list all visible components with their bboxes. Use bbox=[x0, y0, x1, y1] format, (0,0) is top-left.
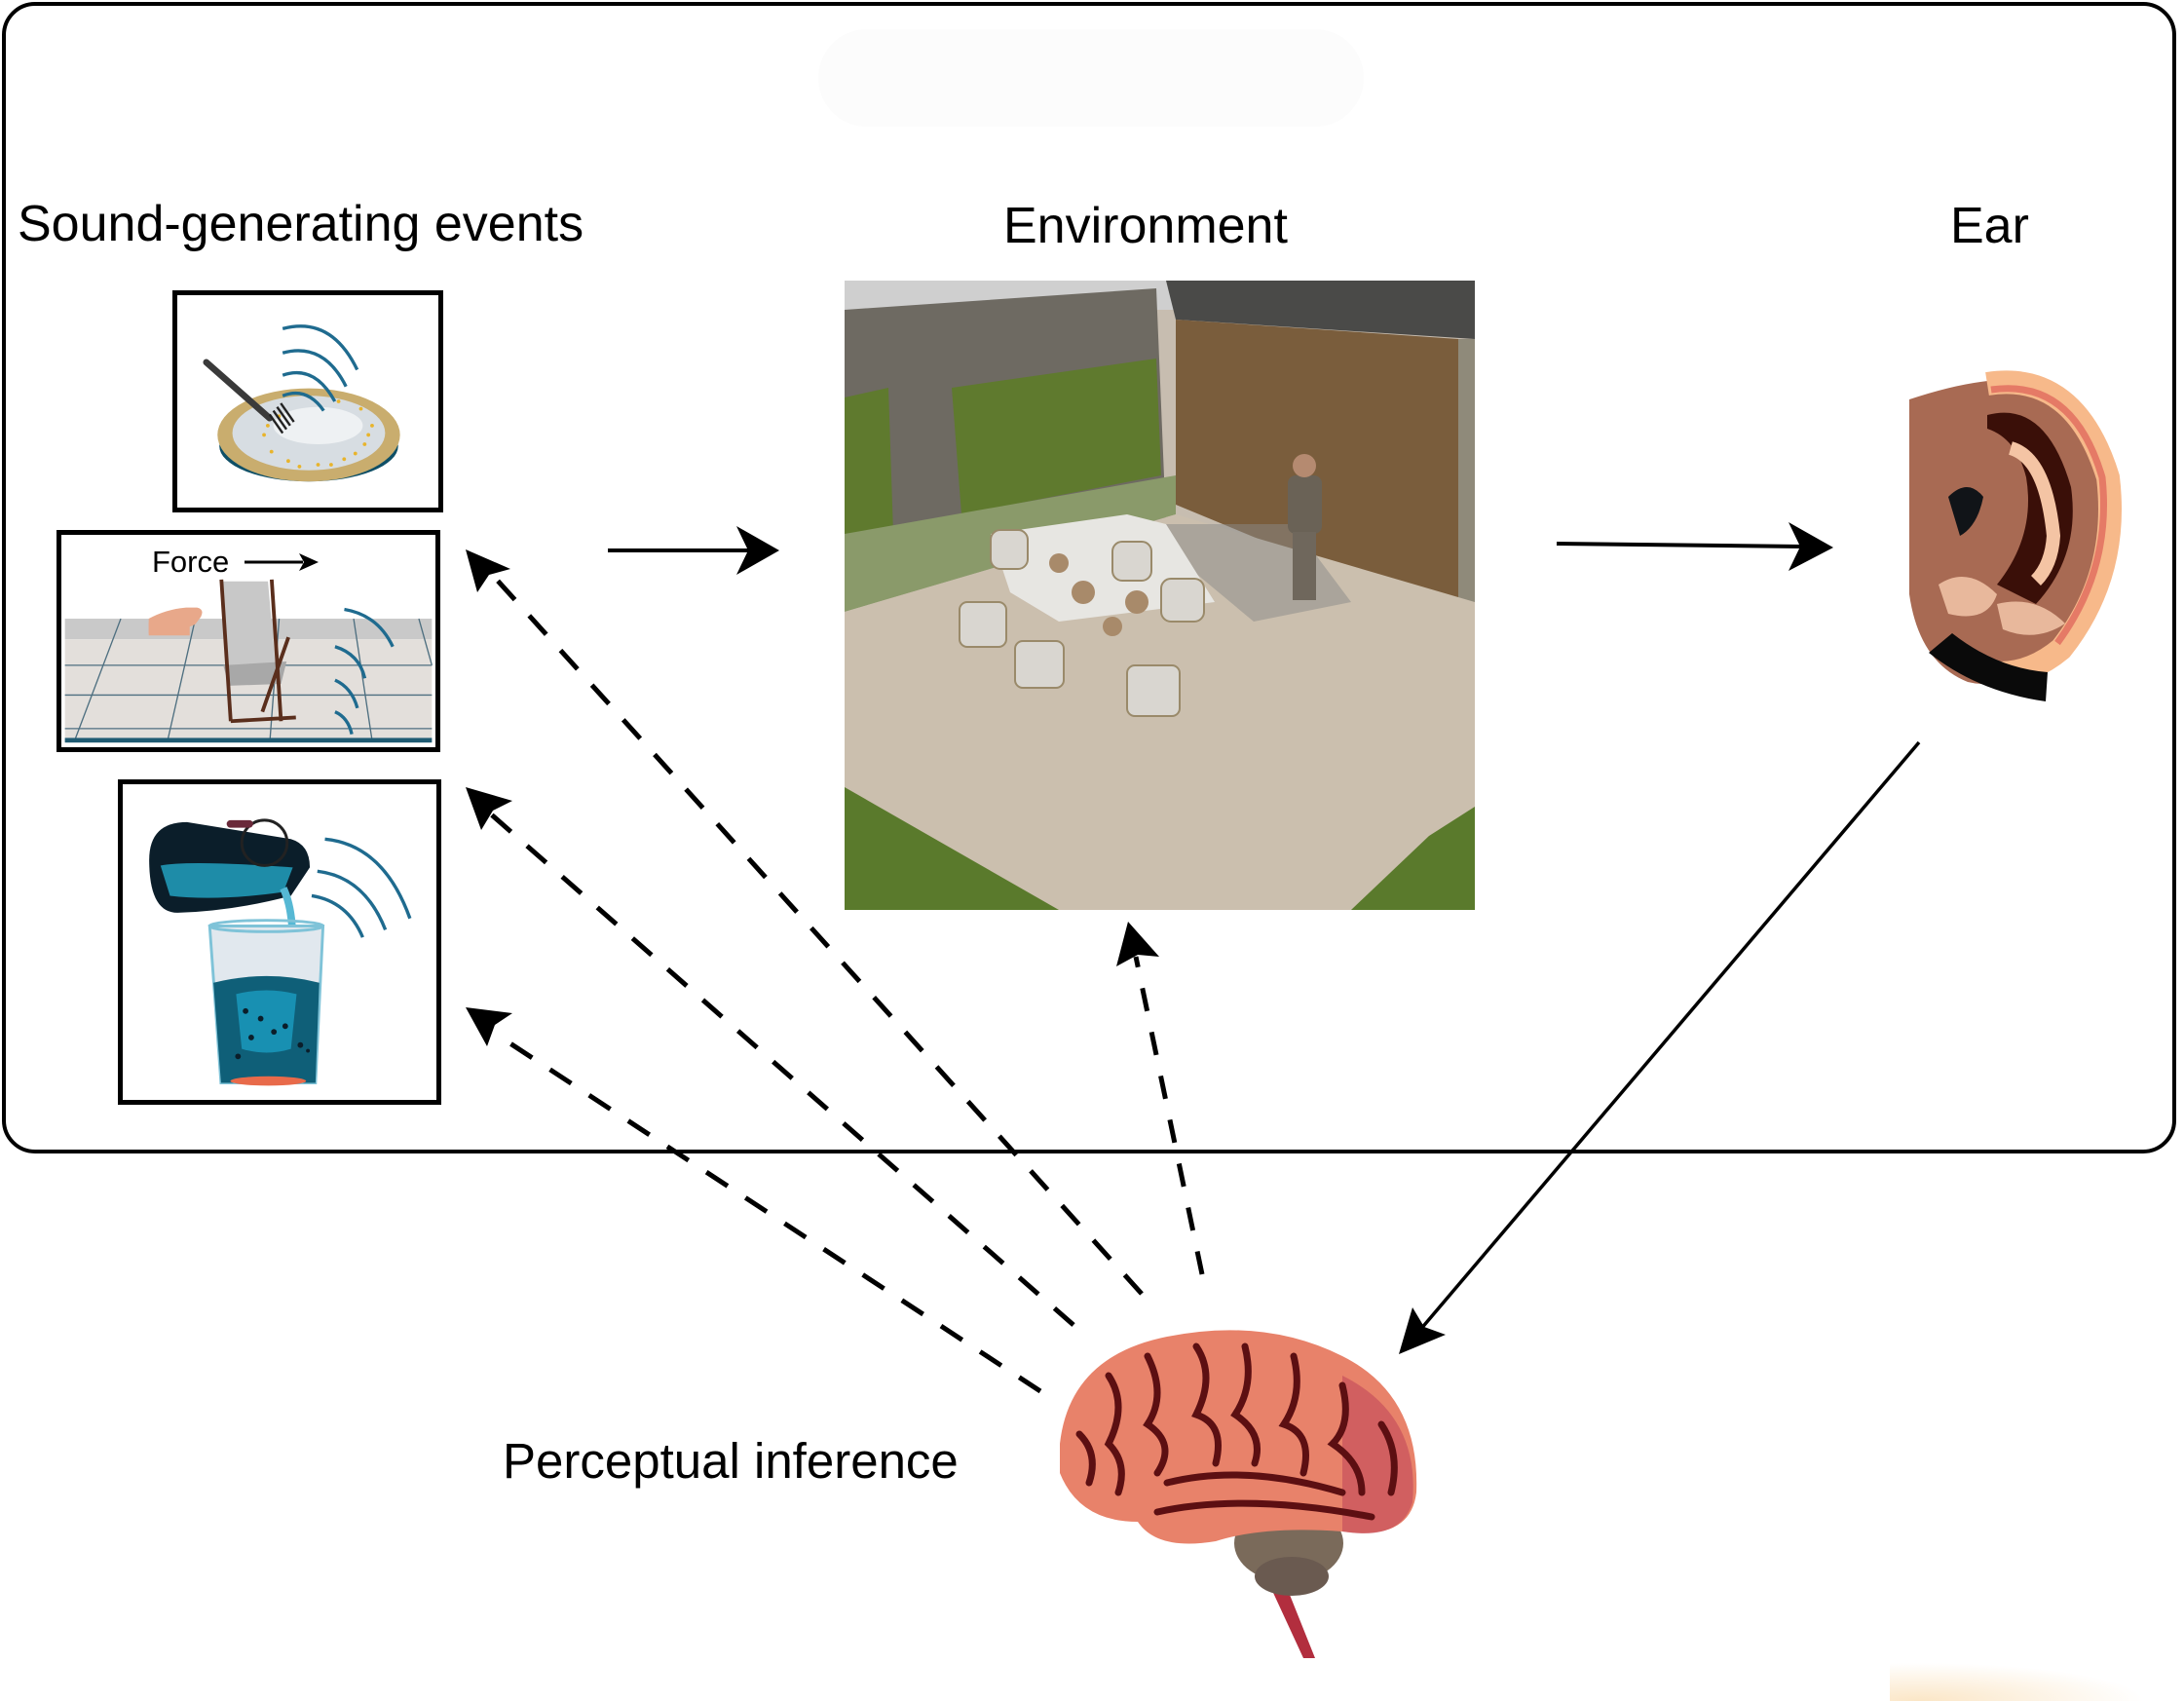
perceptual-inference-label: Perceptual inference bbox=[503, 1433, 959, 1489]
chair-being-pushed-icon bbox=[64, 535, 433, 743]
brain-image bbox=[1050, 1317, 1430, 1668]
force-arrow-icon bbox=[245, 553, 319, 571]
dashed-arrow-brain-to-plate-event bbox=[466, 549, 1144, 1296]
event-panel-chair: Force bbox=[56, 530, 440, 752]
dashed-arrow-brain-to-environment bbox=[1116, 922, 1205, 1275]
patio-dining-scene-image bbox=[845, 281, 1475, 910]
plate-with-fork-icon bbox=[203, 324, 400, 482]
ear-icon bbox=[1909, 370, 2122, 701]
world-frame bbox=[2, 2, 2176, 1153]
environment-title: Environment bbox=[1003, 198, 1288, 254]
arrow-ear-to-brain bbox=[1399, 740, 1921, 1354]
arrow-events-to-environment bbox=[608, 526, 779, 575]
dashed-arrow-brain-to-chair-event bbox=[466, 787, 1075, 1327]
brain-icon bbox=[1060, 1330, 1417, 1658]
events-title: Sound-generating events bbox=[18, 196, 584, 252]
faded-background-patch bbox=[818, 29, 1364, 127]
ear-image bbox=[1890, 360, 2124, 711]
dashed-arrow-brain-to-water-event bbox=[466, 1007, 1042, 1394]
force-label: Force bbox=[152, 545, 230, 579]
corner-glow bbox=[1890, 1656, 2184, 1701]
ear-title: Ear bbox=[1950, 198, 2029, 254]
event-panel-plate bbox=[172, 290, 443, 512]
pitcher-pouring-water-icon bbox=[149, 818, 412, 1086]
environment-scene-image bbox=[845, 281, 1475, 910]
event-panel-water bbox=[118, 779, 441, 1105]
arrow-environment-to-ear bbox=[1556, 522, 1833, 571]
